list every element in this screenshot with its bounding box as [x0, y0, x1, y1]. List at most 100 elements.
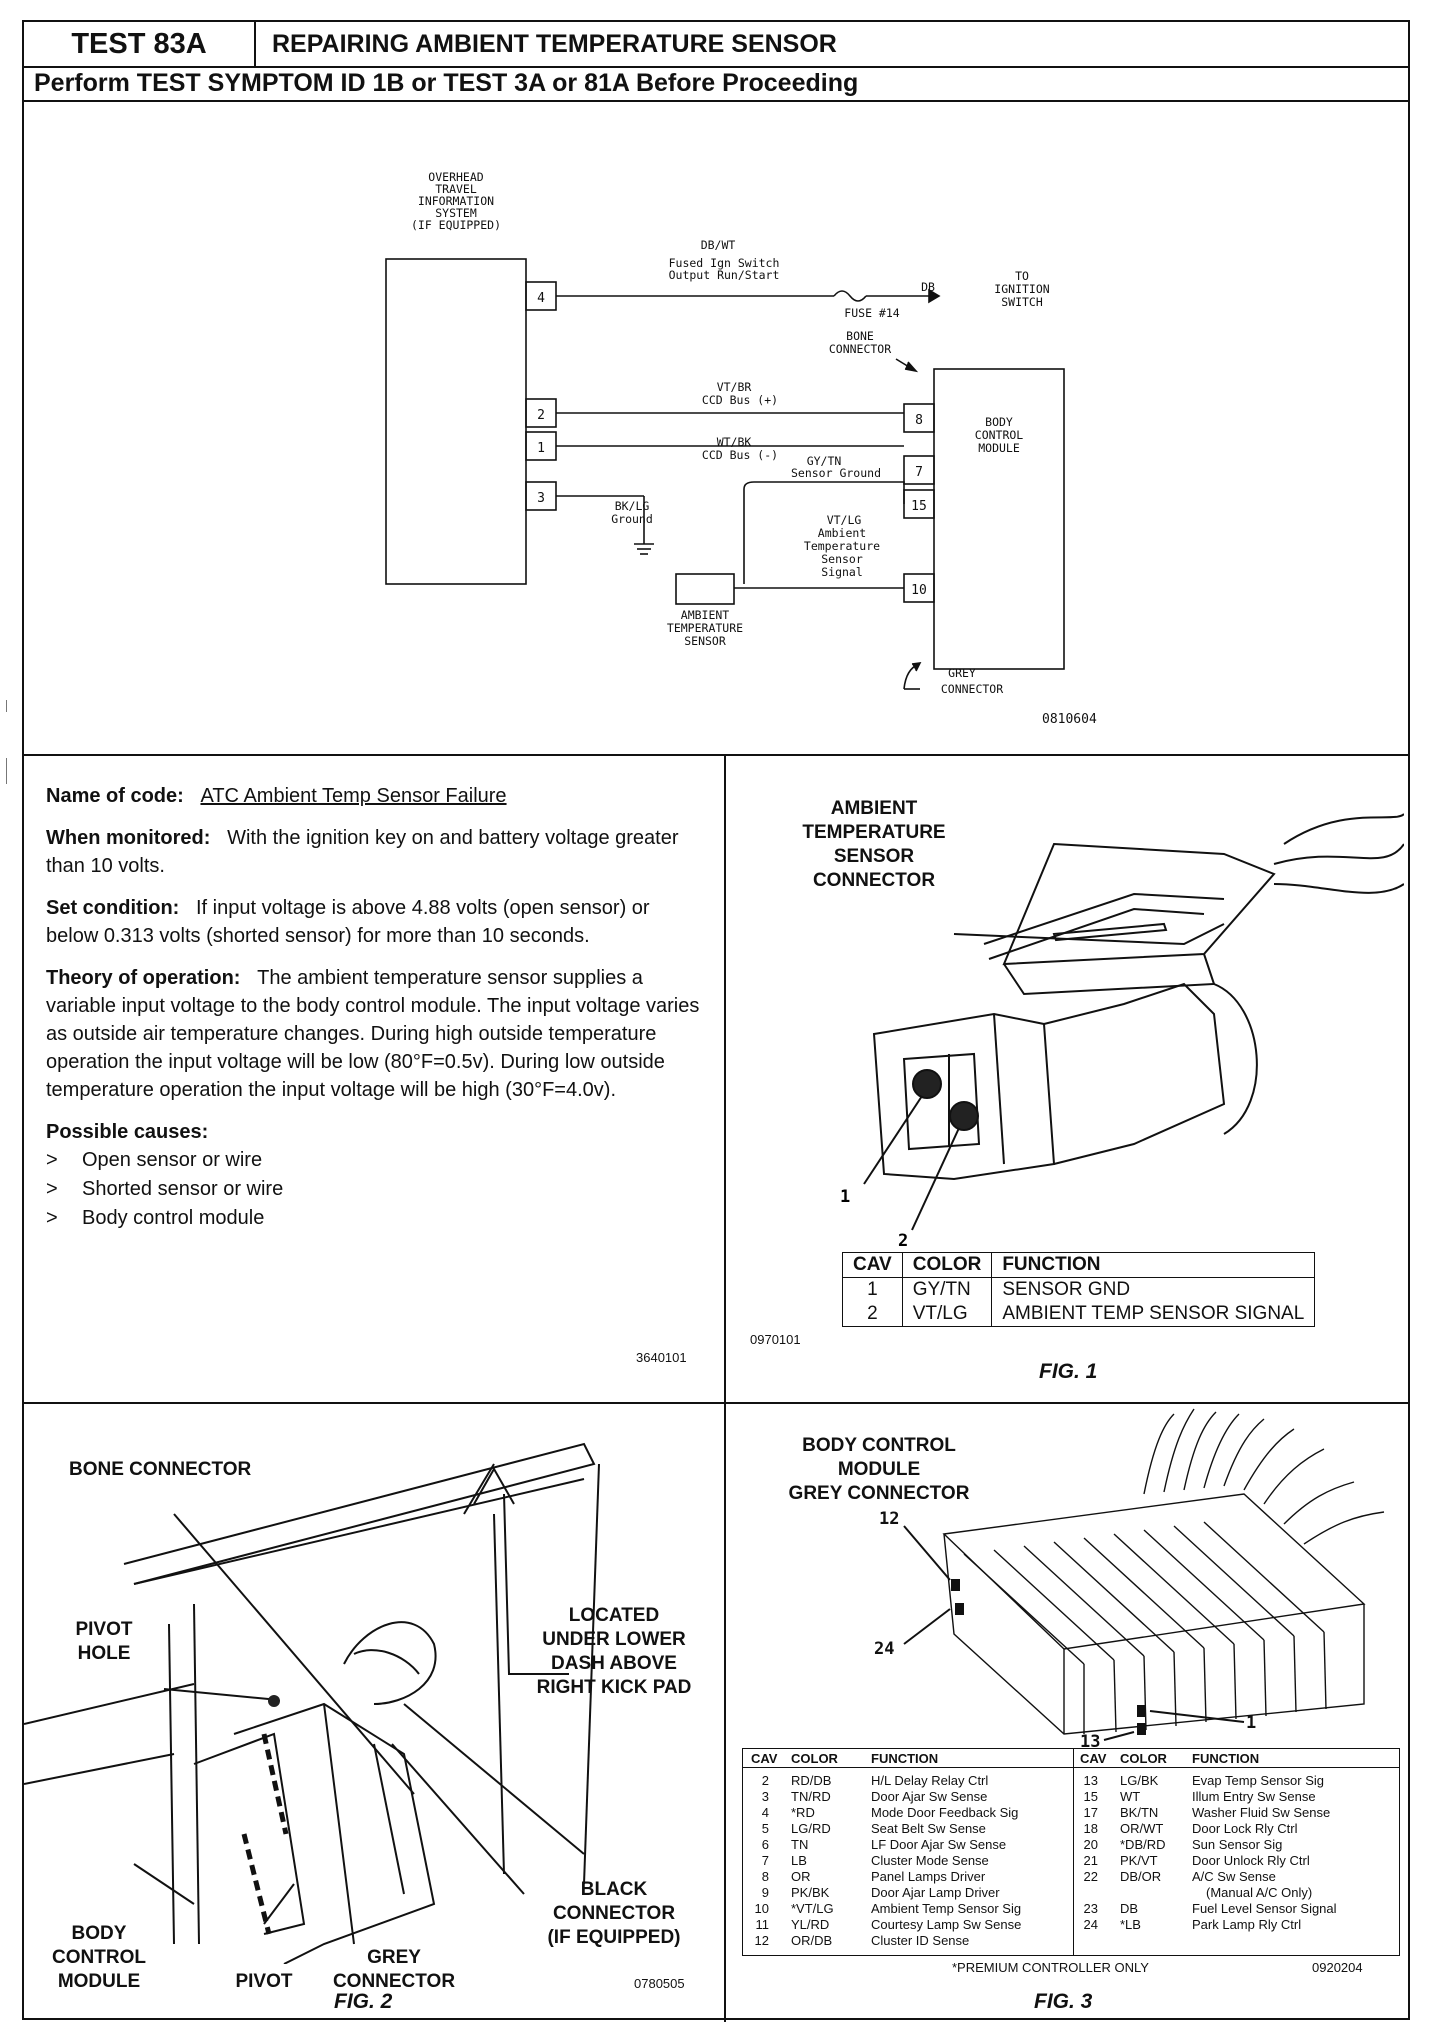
svg-text:CONNECTOR: CONNECTOR	[829, 342, 891, 356]
function-cell: Cluster Mode Sense	[871, 1853, 989, 1868]
cav-cell: 17	[1083, 1805, 1098, 1820]
svg-text:Fused Ign Switch: Fused Ign Switch	[669, 256, 780, 270]
function-cell: Door Ajar Sw Sense	[871, 1789, 988, 1804]
test-title: REPAIRING AMBIENT TEMPERATURE SENSOR	[272, 29, 837, 58]
svg-text:Sensor Ground: Sensor Ground	[791, 466, 881, 480]
fig1-caption: FIG. 1	[1039, 1360, 1098, 1383]
color-cell: LB	[791, 1853, 807, 1868]
function-cell: Door Ajar Lamp Driver	[871, 1885, 1000, 1900]
table-row: 9 PK/BK Door Ajar Lamp Driver	[751, 1885, 1071, 1901]
function-cell: Seat Belt Sw Sense	[871, 1821, 986, 1836]
cav-cell: 18	[1083, 1821, 1098, 1836]
callout-2: 2	[898, 1231, 908, 1251]
when-monitored: With the ignition key on and battery vol…	[46, 827, 679, 877]
bcm-location-illustration	[24, 1442, 600, 1964]
color-cell: *VT/LG	[791, 1901, 834, 1916]
function-cell: Courtesy Lamp Sw Sense	[871, 1917, 1022, 1932]
function-cell: LF Door Ajar Sw Sense	[871, 1837, 1007, 1852]
fig1-code: 0970101	[750, 1332, 801, 1347]
fig2-caption: FIG. 2	[334, 1990, 393, 2013]
cav-cell: 21	[1083, 1853, 1098, 1868]
color-cell: *DB/RD	[1120, 1837, 1166, 1852]
function-cell: Door Unlock Rly Ctrl	[1192, 1853, 1310, 1868]
svg-text:1: 1	[537, 441, 545, 456]
function-cell: Fuel Level Sensor Signal	[1192, 1901, 1337, 1916]
fig2-code: 0780505	[634, 1976, 685, 1991]
cav-cell: 9	[761, 1885, 769, 1900]
color-cell: *RD	[791, 1805, 815, 1820]
svg-text:4: 4	[537, 291, 545, 306]
svg-text:TEMPERATURE: TEMPERATURE	[667, 621, 743, 635]
callout-1: 1	[840, 1187, 850, 1207]
page-frame: TEST 83A REPAIRING AMBIENT TEMPERATURE S…	[22, 20, 1410, 2022]
color-cell: YL/RD	[791, 1917, 830, 1932]
svg-text:CONNECTOR: CONNECTOR	[941, 682, 1003, 696]
color-cell: DB	[1120, 1901, 1139, 1916]
divider-v2	[724, 1402, 726, 2022]
code-name: ATC Ambient Temp Sensor Failure	[200, 785, 507, 807]
svg-text:WT/BK: WT/BK	[717, 435, 752, 449]
cav-cell: 8	[761, 1869, 769, 1884]
bcm-label: BODY	[985, 415, 1013, 429]
cav-cell: 3	[761, 1789, 769, 1804]
function-cell: Ambient Temp Sensor Sig	[871, 1901, 1022, 1916]
svg-text:FUSE #14: FUSE #14	[844, 306, 899, 320]
table-row: (Manual A/C Only)	[1080, 1885, 1395, 1901]
color-cell: OR	[791, 1869, 811, 1884]
fig3-caption: FIG. 3	[1034, 1990, 1093, 2013]
svg-text:INFORMATION: INFORMATION	[418, 194, 494, 208]
cav-cell: 10	[754, 1901, 769, 1916]
function-cell: A/C Sw Sense	[1192, 1869, 1276, 1884]
fig3-code: 0920204	[1312, 1960, 1363, 1975]
cav-cell: 13	[1083, 1773, 1098, 1788]
color-cell: PK/BK	[791, 1885, 830, 1900]
svg-text:GY/TN: GY/TN	[807, 454, 842, 468]
svg-text:Sensor: Sensor	[821, 552, 863, 566]
cause-item: >Shorted sensor or wire	[46, 1178, 284, 1200]
svg-text:SWITCH: SWITCH	[1001, 295, 1043, 309]
svg-text:10: 10	[911, 583, 927, 598]
cav-cell: 15	[1083, 1789, 1098, 1804]
svg-text:IGNITION: IGNITION	[994, 282, 1049, 296]
divider-v1	[724, 754, 726, 1422]
theory-of-operation: The ambient temperature sensor supplies …	[46, 967, 700, 1101]
table-row: 20 *DB/RD Sun Sensor Sig	[1080, 1837, 1395, 1853]
function-cell: Illum Entry Sw Sense	[1192, 1789, 1316, 1804]
svg-text:7: 7	[915, 465, 923, 480]
bcm-connector-illustration: 12 24 13 1	[874, 1408, 1385, 1752]
svg-text:15: 15	[911, 499, 927, 514]
svg-text:Ground: Ground	[611, 512, 653, 526]
svg-text:8: 8	[915, 413, 923, 428]
svg-text:SYSTEM: SYSTEM	[435, 206, 477, 220]
function-cell: Panel Lamps Driver	[871, 1869, 986, 1884]
cav-cell: 20	[1083, 1837, 1098, 1852]
function-cell: Sun Sensor Sig	[1192, 1837, 1283, 1852]
header-bar: TEST 83A REPAIRING AMBIENT TEMPERATURE S…	[24, 22, 1408, 68]
cav-cell: 11	[755, 1917, 770, 1932]
color-cell: TN/RD	[791, 1789, 831, 1804]
svg-text:VT/LG: VT/LG	[827, 513, 862, 527]
svg-text:TRAVEL: TRAVEL	[435, 182, 477, 196]
table-row: 11 YL/RD Courtesy Lamp Sw Sense	[751, 1917, 1071, 1933]
svg-text:DB: DB	[921, 280, 935, 294]
prerequisite-line: Perform TEST SYMPTOM ID 1B or TEST 3A or…	[24, 66, 1408, 102]
cause-item: >Open sensor or wire	[46, 1149, 263, 1171]
